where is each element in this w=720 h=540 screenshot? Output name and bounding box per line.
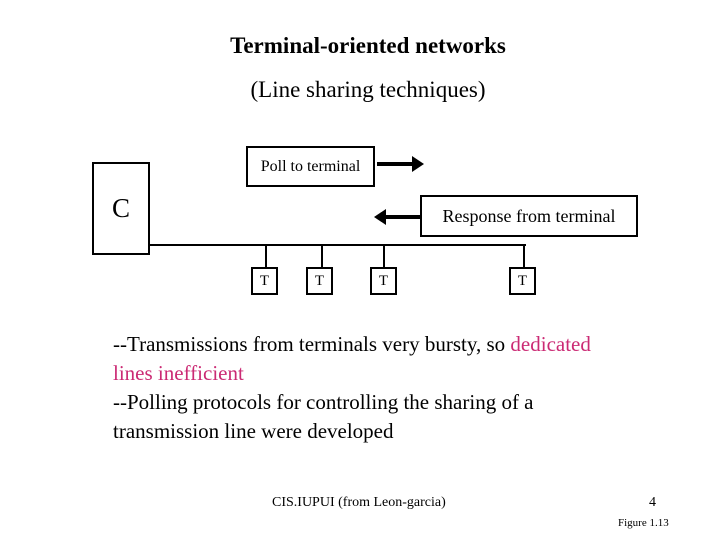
poll-to-terminal-label: Poll to terminal	[260, 157, 361, 175]
terminal-label: T	[378, 272, 389, 289]
bus-line	[149, 244, 526, 246]
poll-to-terminal-box: Poll to terminal	[246, 146, 375, 187]
terminal-stub	[265, 245, 267, 267]
body-text: --Transmissions from terminals very burs…	[113, 330, 693, 446]
terminal-box: T	[509, 267, 536, 295]
terminal-label: T	[517, 272, 528, 289]
body-line-2: lines inefficient	[113, 361, 244, 385]
response-from-terminal-label: Response from terminal	[442, 205, 616, 226]
terminal-stub	[383, 245, 385, 267]
arrow-right-icon	[412, 156, 424, 172]
terminal-label: T	[259, 272, 270, 289]
poll-arrow-shaft	[377, 162, 413, 166]
figure-caption: Figure 1.13	[618, 517, 669, 529]
body-line-3: --Polling protocols for controlling the …	[113, 390, 534, 414]
slide-subtitle: (Line sharing techniques)	[250, 77, 486, 102]
controller-label: C	[111, 193, 130, 223]
footer-credit: CIS.IUPUI (from Leon-garcia)	[272, 495, 446, 510]
slide-title: Terminal-oriented networks	[230, 33, 506, 58]
response-from-terminal-box: Response from terminal	[420, 195, 638, 237]
controller-box: C	[92, 162, 150, 255]
arrow-left-icon	[374, 209, 386, 225]
terminal-box: T	[251, 267, 278, 295]
terminal-label: T	[314, 272, 325, 289]
body-line-4: transmission line were developed	[113, 419, 394, 443]
terminal-box: T	[306, 267, 333, 295]
response-arrow-shaft	[385, 215, 421, 219]
body-line-1: --Transmissions from terminals very burs…	[113, 330, 693, 359]
body-line-1-highlight: dedicated	[510, 332, 591, 356]
terminal-stub	[523, 245, 525, 267]
terminal-box: T	[370, 267, 397, 295]
page-number: 4	[649, 495, 656, 510]
terminal-stub	[321, 245, 323, 267]
body-line-1-black: --Transmissions from terminals very burs…	[113, 332, 511, 356]
